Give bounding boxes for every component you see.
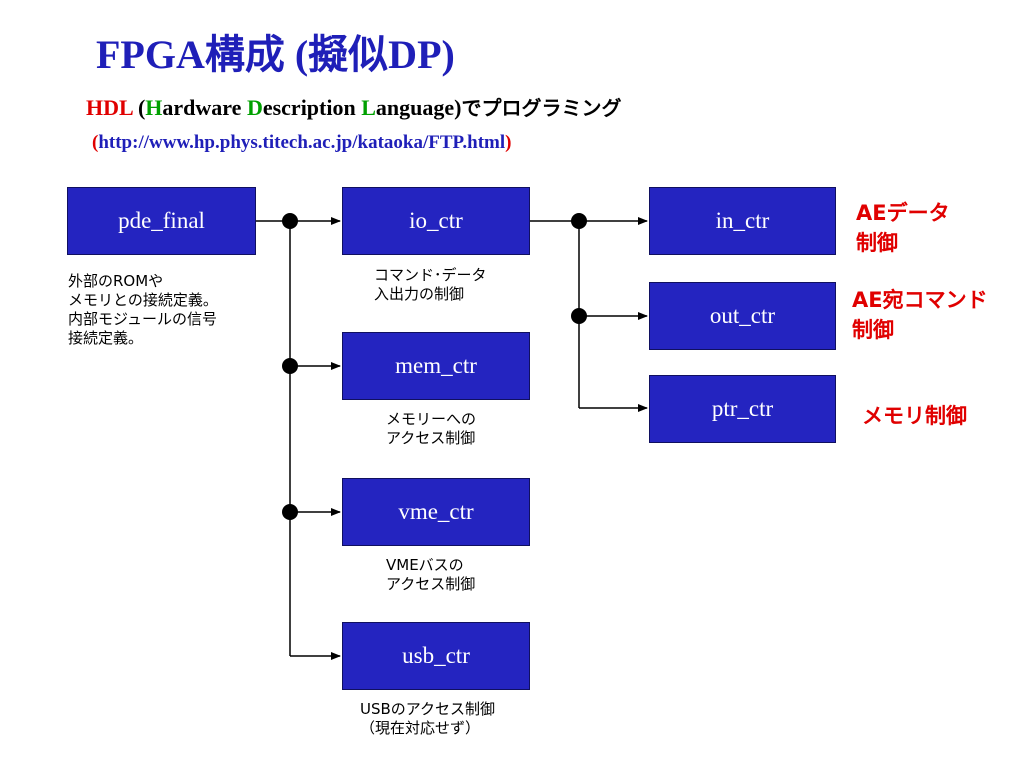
subtitle-paren-open: (: [132, 95, 146, 120]
subtitle-ardware: ardware: [162, 95, 247, 120]
subtitle-letter-d: D: [246, 95, 263, 120]
module-pde-final: pde_final: [67, 187, 256, 255]
subtitle-letter-l: L: [361, 95, 376, 120]
label-ptr-ctr: メモリ制御: [862, 404, 967, 428]
junction-dot: [282, 504, 298, 520]
subtitle-escription: escription: [262, 95, 362, 120]
url-link[interactable]: http://www.hp.phys.titech.ac.jp/kataoka/…: [98, 132, 506, 153]
note-usb-ctr: USBのアクセス制御 （現在対応せず）: [360, 700, 496, 737]
junction-dot: [571, 213, 587, 229]
subtitle-japanese: でプログラミング: [461, 96, 622, 120]
module-mem-ctr: mem_ctr: [342, 332, 530, 400]
module-io-ctr: io_ctr: [342, 187, 530, 255]
junction-dot: [571, 308, 587, 324]
note-vme-ctr: VMEバスの アクセス制御: [386, 556, 476, 593]
module-in-ctr: in_ctr: [649, 187, 836, 255]
url-paren-close: ): [505, 132, 512, 153]
junction-dot: [282, 358, 298, 374]
module-out-ctr: out_ctr: [649, 282, 836, 350]
module-vme-ctr: vme_ctr: [342, 478, 530, 546]
note-io-ctr: コマンド･データ 入出力の制御: [374, 266, 487, 303]
subtitle: HDL (Hardware Description Language)でプログラ…: [86, 92, 621, 121]
junction-dot: [282, 213, 298, 229]
page-title: FPGA構成 (擬似DP): [96, 32, 455, 77]
subtitle-anguage: anguage): [375, 95, 462, 120]
note-mem-ctr: メモリーへの アクセス制御: [386, 410, 477, 447]
note-pde-final: 外部のROMや メモリとの接続定義。 内部モジュールの信号 接続定義。: [68, 272, 218, 347]
url-paren-open: (: [92, 132, 99, 153]
subtitle-letter-h: H: [145, 95, 163, 120]
label-in-ctr: AEデータ 制御: [856, 201, 950, 255]
reference-url: (http://www.hp.phys.titech.ac.jp/kataoka…: [92, 132, 511, 154]
module-usb-ctr: usb_ctr: [342, 622, 530, 690]
subtitle-hdl: HDL: [86, 95, 133, 120]
label-out-ctr: AE宛コマンド 制御: [852, 288, 988, 342]
module-ptr-ctr: ptr_ctr: [649, 375, 836, 443]
